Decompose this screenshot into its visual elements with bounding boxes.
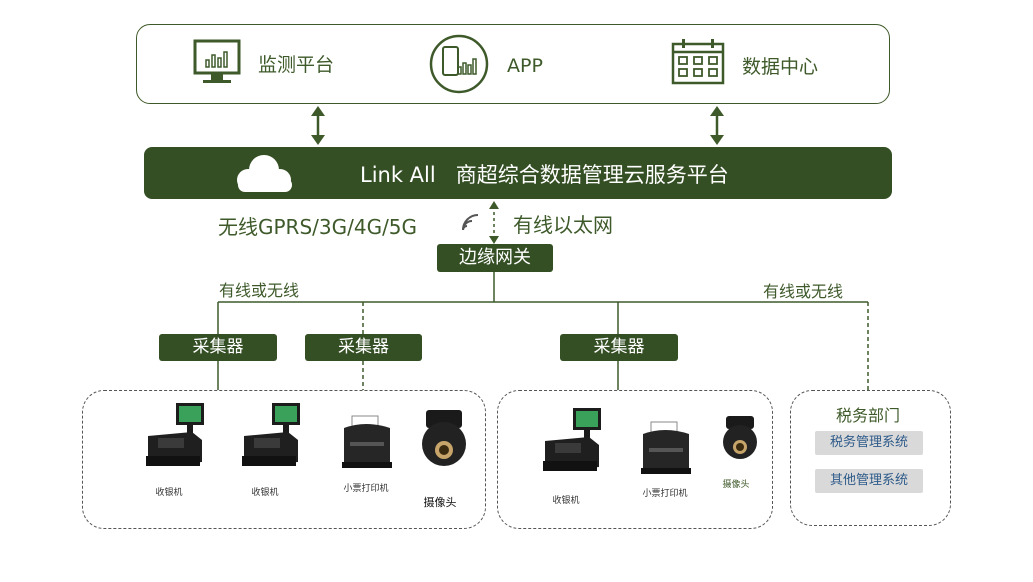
app-label: APP bbox=[507, 55, 543, 77]
collector-box: 采集器 bbox=[305, 334, 422, 361]
cash-register-icon bbox=[543, 408, 601, 471]
device-group-left bbox=[82, 390, 486, 529]
data-center-label: 数据中心 bbox=[742, 56, 819, 78]
receipt-printer-label: 小票打印机 bbox=[642, 489, 688, 499]
wifi-icon bbox=[462, 214, 479, 231]
receipt-printer-icon bbox=[342, 415, 392, 468]
cash-register-label: 收银机 bbox=[155, 488, 183, 498]
monitor-platform-label: 监测平台 bbox=[258, 54, 335, 76]
monitor-chart-icon bbox=[193, 39, 241, 83]
receipt-printer-icon bbox=[641, 421, 691, 474]
cloud-icon bbox=[237, 155, 292, 192]
top-platform-box bbox=[136, 24, 890, 104]
tax-department-title: 税务部门 bbox=[836, 406, 901, 425]
wireless-label: 无线GPRS/3G/4G/5G bbox=[218, 215, 418, 239]
data-center-calendar-icon bbox=[671, 39, 725, 85]
tax-department-group bbox=[790, 390, 951, 526]
device-group-middle bbox=[497, 390, 773, 529]
left-connection-mode-label: 有线或无线 bbox=[219, 281, 300, 300]
cloud-platform-title: Link All 商超综合数据管理云服务平台 bbox=[360, 163, 729, 187]
collector-box: 采集器 bbox=[159, 334, 277, 361]
cash-register-label: 收银机 bbox=[251, 488, 279, 498]
tax-management-system-tag: 税务管理系统 bbox=[815, 431, 923, 455]
edge-gateway-box: 边缘网关 bbox=[437, 244, 553, 272]
receipt-printer-label: 小票打印机 bbox=[343, 484, 389, 494]
cash-register-label: 收银机 bbox=[552, 496, 580, 506]
security-camera-icon bbox=[723, 416, 757, 459]
cash-register-icon bbox=[242, 403, 300, 466]
camera-label: 摄像头 bbox=[423, 496, 457, 509]
other-management-system-tag: 其他管理系统 bbox=[815, 469, 923, 493]
camera-label: 摄像头 bbox=[722, 480, 750, 490]
mobile-app-icon bbox=[429, 34, 489, 94]
cash-register-icon bbox=[146, 403, 204, 466]
security-camera-icon bbox=[422, 410, 466, 466]
right-connection-mode-label: 有线或无线 bbox=[763, 282, 844, 301]
wired-ethernet-label: 有线以太网 bbox=[513, 213, 613, 237]
collector-box: 采集器 bbox=[560, 334, 678, 361]
